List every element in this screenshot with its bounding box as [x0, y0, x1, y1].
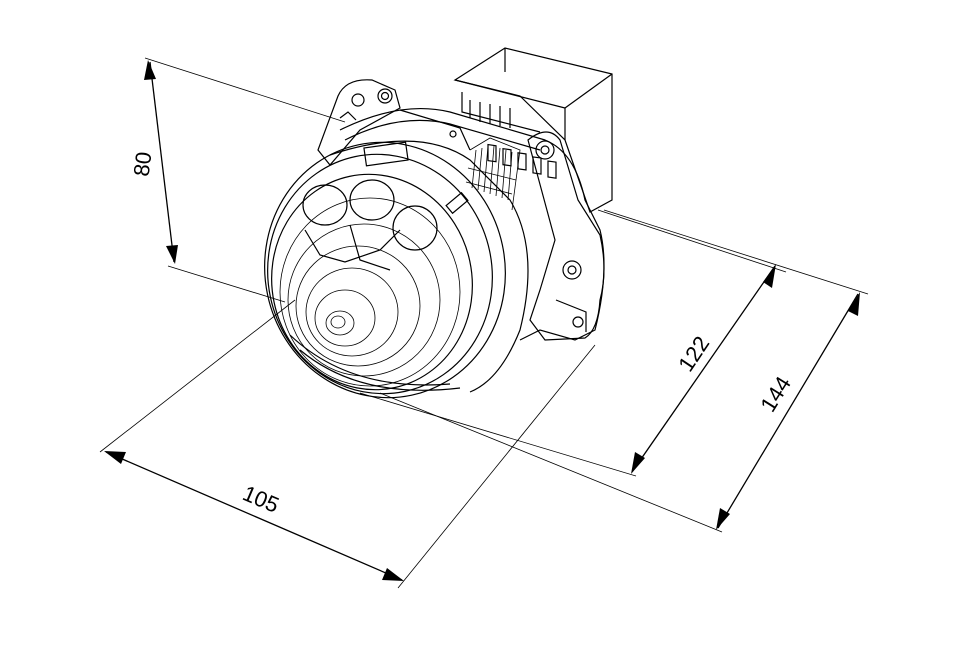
arrow-head — [104, 451, 126, 464]
dimension-line-105 — [105, 451, 403, 581]
dimension-80: 80 — [129, 57, 346, 303]
lens — [271, 173, 473, 391]
extension-line-left — [99, 299, 296, 453]
led-emitters — [302, 179, 438, 271]
dimension-144: 144 — [379, 209, 869, 533]
mounting-flange-right — [527, 131, 605, 341]
arrow-head — [716, 508, 730, 530]
dimension-label-122: 122 — [673, 332, 714, 376]
dimension-105: 105 — [99, 299, 596, 589]
arrow-head — [144, 60, 156, 80]
projector-headlight-module-icon — [264, 47, 613, 399]
extension-line-top — [144, 57, 346, 123]
arrow-head — [382, 568, 404, 581]
dimension-line-80 — [149, 61, 175, 263]
dimension-label-144: 144 — [755, 372, 796, 416]
mounting-flange-left — [317, 79, 401, 166]
arrow-head — [166, 245, 178, 264]
dimension-line-122 — [631, 265, 776, 473]
arrow-head — [631, 452, 645, 474]
heat-sink-fins — [465, 137, 521, 211]
extension-line-bottom — [359, 392, 637, 477]
arrow-head — [763, 264, 776, 288]
rear-housing — [339, 107, 605, 341]
extension-line-top — [603, 209, 869, 295]
extension-line-bottom — [379, 392, 723, 533]
arrow-head — [848, 292, 860, 316]
dimension-122: 122 — [359, 209, 787, 477]
extension-line-bottom — [167, 265, 286, 303]
extension-line-right — [397, 344, 596, 589]
dimension-line-144 — [717, 293, 859, 529]
front-bezel — [264, 140, 529, 399]
extension-line-top — [597, 209, 787, 273]
dimension-label-80: 80 — [129, 150, 157, 177]
